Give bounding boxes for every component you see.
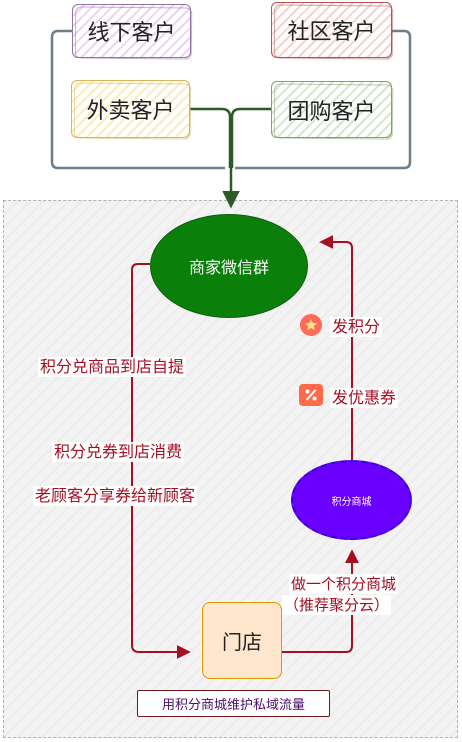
mall-to-wechat-arrow	[319, 235, 353, 460]
takeout-customers-label: 外卖客户	[86, 99, 175, 124]
group-buy-customers-label: 团购客户	[287, 99, 376, 125]
group-buy-connector	[230, 107, 271, 168]
offline-customers-box: 线下客户	[72, 4, 193, 60]
store-to-mall-arrow	[282, 549, 359, 653]
build-mall-label-line1: 做一个积分商城	[289, 574, 399, 594]
redeem-pickup-label: 积分兑商品到店自提	[38, 357, 187, 377]
community-customers-box: 社区客户	[271, 2, 394, 60]
takeout-connector	[190, 107, 232, 168]
wechat-group-label: 商家微信群	[188, 258, 269, 277]
points-mall-label: 积分商城	[331, 496, 372, 508]
wechat-group-node: 商家微信群	[150, 214, 308, 318]
community-customers-label: 社区客户	[287, 20, 376, 45]
share-coupon-label: 老顾客分享券给新顾客	[33, 486, 198, 506]
store-label: 门店	[222, 630, 262, 654]
offline-connector	[50, 29, 225, 170]
takeout-customers-box: 外卖客户	[71, 80, 192, 140]
redeem-coupon-label: 积分兑券到店消费	[52, 442, 185, 462]
footer-caption-box: 用积分商城维护私域流量	[137, 690, 330, 717]
footer-caption: 用积分商城维护私域流量	[161, 698, 305, 713]
issue-coupons-label: 发优惠券	[330, 388, 399, 408]
store-node: 门店	[202, 602, 282, 679]
build-mall-label-line2: （推荐聚分云）	[282, 595, 392, 615]
issue-points-label: 发积分	[330, 317, 383, 337]
community-connector	[235, 29, 412, 170]
points-mall-node: 积分商城	[291, 460, 412, 540]
offline-customers-label: 线下客户	[87, 21, 176, 46]
group-buy-customers-box: 团购客户	[271, 81, 394, 140]
coupon-percent-icon	[299, 384, 323, 406]
star-badge-icon	[300, 314, 322, 336]
